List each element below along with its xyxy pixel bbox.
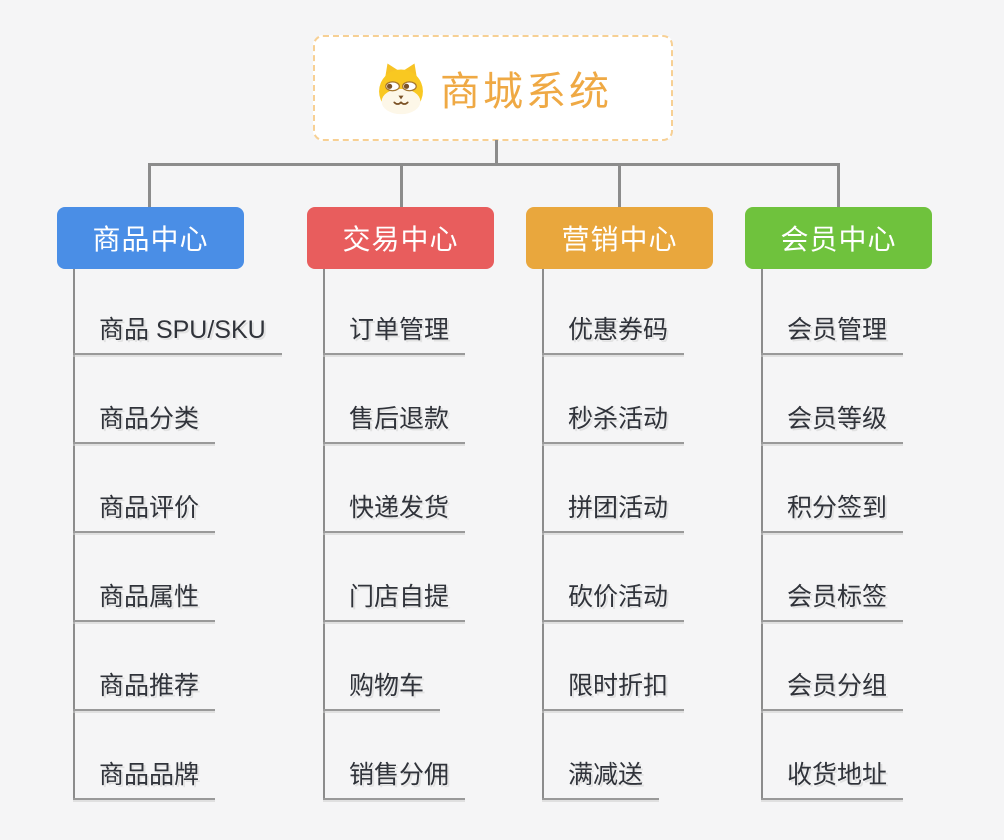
leaf-row: 会员管理 <box>761 266 1004 355</box>
leaf-row: 会员分组 <box>761 622 1004 711</box>
leaf-row: 销售分佣 <box>323 711 583 800</box>
branch-trunk-line <box>761 269 763 800</box>
leaf-row: 订单管理 <box>323 266 583 355</box>
root-node-mall-system[interactable]: 商城系统 <box>313 35 673 141</box>
leaf-row: 商品评价 <box>73 444 333 533</box>
leaf-node[interactable]: 拼团活动 <box>542 488 685 533</box>
connector-root-stub <box>495 140 498 164</box>
root-title: 商城系统 <box>440 70 612 114</box>
leaf-row: 商品品牌 <box>73 711 333 800</box>
leaf-row: 售后退款 <box>323 355 583 444</box>
leaf-row: 商品推荐 <box>73 622 333 711</box>
leaf-node[interactable]: 优惠券码 <box>542 310 685 355</box>
branch-node-trade-center[interactable]: 交易中心 <box>307 207 494 269</box>
leaf-row: 会员标签 <box>761 533 1004 622</box>
leaf-node[interactable]: 销售分佣 <box>323 755 466 800</box>
leaf-node[interactable]: 快递发货 <box>323 488 466 533</box>
leaf-row: 购物车 <box>323 622 583 711</box>
leaf-row: 收货地址 <box>761 711 1004 800</box>
leaf-row: 限时折扣 <box>542 622 802 711</box>
leaf-row: 拼团活动 <box>542 444 802 533</box>
leaf-node[interactable]: 收货地址 <box>761 755 904 800</box>
branch-node-marketing-center[interactable]: 营销中心 <box>526 207 713 269</box>
leaf-row: 门店自提 <box>323 533 583 622</box>
connector-drop-4 <box>837 165 840 208</box>
leaf-node[interactable]: 商品 SPU/SKU <box>73 310 282 355</box>
leaf-node[interactable]: 会员管理 <box>761 310 904 355</box>
leaf-row: 快递发货 <box>323 444 583 533</box>
branch-trunk-line <box>542 269 544 800</box>
connector-drop-2 <box>400 165 403 208</box>
leaf-row: 会员等级 <box>761 355 1004 444</box>
leaf-node[interactable]: 会员等级 <box>761 399 904 444</box>
leaf-node[interactable]: 会员标签 <box>761 577 904 622</box>
branch-trunk-line <box>73 269 75 800</box>
leaf-node[interactable]: 门店自提 <box>323 577 466 622</box>
leaf-node[interactable]: 售后退款 <box>323 399 466 444</box>
branch-trunk-line <box>323 269 325 800</box>
leaf-node[interactable]: 会员分组 <box>761 666 904 711</box>
connector-horizontal <box>148 163 840 166</box>
dog-logo-icon <box>374 61 428 115</box>
branch-node-member-center[interactable]: 会员中心 <box>745 207 932 269</box>
leaf-node[interactable]: 限时折扣 <box>542 666 685 711</box>
leaf-row: 满减送 <box>542 711 802 800</box>
leaf-row: 商品分类 <box>73 355 333 444</box>
leaf-row: 商品 SPU/SKU <box>73 266 333 355</box>
leaf-node[interactable]: 砍价活动 <box>542 577 685 622</box>
branch-marketing-center: 营销中心 优惠券码 秒杀活动 拼团活动 砍价活动 限时折扣 满减送 <box>526 207 713 800</box>
leaf-row: 砍价活动 <box>542 533 802 622</box>
leaf-node[interactable]: 商品评价 <box>73 488 216 533</box>
connector-drop-1 <box>148 165 151 208</box>
connector-drop-3 <box>618 165 621 208</box>
leaf-node[interactable]: 满减送 <box>542 755 660 800</box>
leaf-row: 优惠券码 <box>542 266 802 355</box>
leaf-node[interactable]: 购物车 <box>323 666 441 711</box>
leaf-row: 秒杀活动 <box>542 355 802 444</box>
leaf-node[interactable]: 积分签到 <box>761 488 904 533</box>
branch-member-center: 会员中心 会员管理 会员等级 积分签到 会员标签 会员分组 收货地址 <box>745 207 932 800</box>
leaf-node[interactable]: 秒杀活动 <box>542 399 685 444</box>
leaf-node[interactable]: 商品推荐 <box>73 666 216 711</box>
leaf-node[interactable]: 商品分类 <box>73 399 216 444</box>
leaf-row: 积分签到 <box>761 444 1004 533</box>
branch-node-product-center[interactable]: 商品中心 <box>57 207 244 269</box>
leaf-row: 商品属性 <box>73 533 333 622</box>
leaf-node[interactable]: 订单管理 <box>323 310 466 355</box>
branch-product-center: 商品中心 商品 SPU/SKU 商品分类 商品评价 商品属性 商品推荐 商品品牌 <box>57 207 282 800</box>
branch-trade-center: 交易中心 订单管理 售后退款 快递发货 门店自提 购物车 销售分佣 <box>307 207 494 800</box>
leaf-node[interactable]: 商品属性 <box>73 577 216 622</box>
leaf-node[interactable]: 商品品牌 <box>73 755 216 800</box>
